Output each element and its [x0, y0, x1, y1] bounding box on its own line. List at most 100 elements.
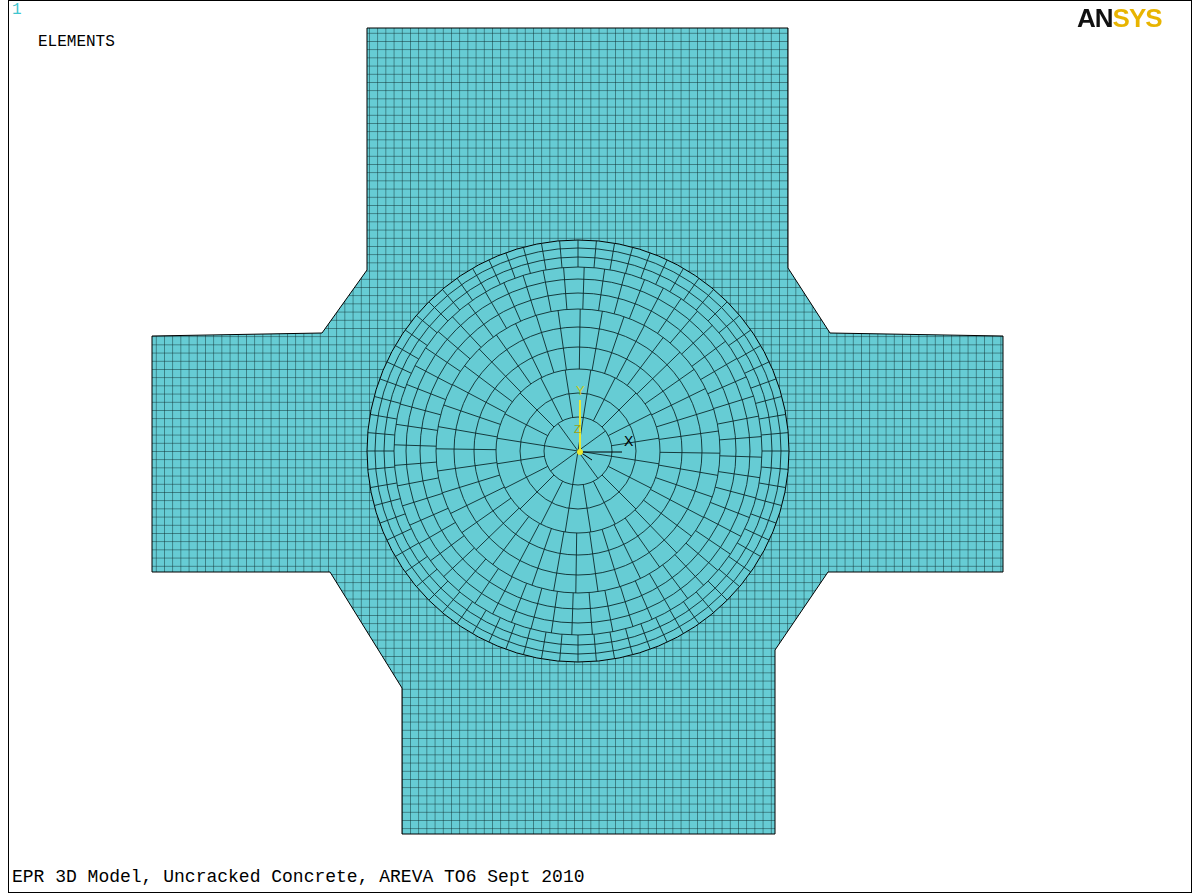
- mesh-line: [644, 500, 692, 536]
- mesh-line: [437, 463, 496, 471]
- mesh-line: [602, 393, 636, 427]
- mesh-line: [578, 635, 579, 662]
- mesh-ring: [474, 347, 682, 555]
- mesh-line: [578, 451, 598, 479]
- mesh-line: [572, 593, 573, 635]
- mesh-line: [641, 624, 650, 649]
- mesh-line: [720, 437, 762, 440]
- mesh-line: [493, 517, 529, 565]
- mesh-line: [444, 548, 475, 577]
- mesh-line: [589, 593, 592, 635]
- mesh-line: [573, 451, 578, 485]
- mesh-line: [438, 332, 470, 359]
- ansys-logo: ANSYS: [1077, 5, 1162, 31]
- mesh-ring: [520, 393, 636, 509]
- mesh-line: [684, 278, 700, 300]
- mesh-line: [426, 348, 461, 372]
- mesh-line: [729, 330, 751, 346]
- mesh-line: [415, 366, 452, 386]
- mesh-line: [656, 478, 713, 497]
- mesh-line: [516, 324, 542, 378]
- mesh-line: [751, 379, 776, 388]
- mesh-line: [497, 456, 544, 464]
- mesh-line: [616, 326, 644, 379]
- mesh-line: [457, 278, 473, 300]
- mesh-line: [476, 508, 519, 550]
- mesh-line: [651, 489, 704, 517]
- mesh-line: [468, 303, 493, 337]
- mesh-line: [670, 268, 684, 291]
- mesh-line: [368, 433, 395, 435]
- mesh-line: [402, 493, 442, 506]
- mesh-line: [541, 378, 563, 421]
- mesh-line: [593, 481, 615, 524]
- mesh-line: [761, 433, 788, 435]
- mesh-line: [659, 431, 718, 439]
- mesh-line: [729, 557, 751, 573]
- mesh-line: [614, 525, 640, 579]
- mesh-line: [652, 389, 706, 415]
- mesh-line: [605, 590, 613, 631]
- mesh-line: [531, 588, 542, 629]
- mesh-line: [637, 352, 680, 394]
- mesh-line: [599, 269, 605, 311]
- mesh-line: [759, 483, 786, 488]
- mesh-line: [745, 529, 769, 540]
- mesh-ring: [394, 267, 762, 635]
- mesh-line: [438, 427, 497, 437]
- mesh-line: [560, 241, 562, 268]
- mesh-line: [475, 569, 499, 604]
- mesh-ring: [406, 279, 750, 623]
- mesh-line: [400, 404, 441, 415]
- mesh-line: [745, 362, 769, 373]
- mesh-line: [429, 302, 448, 321]
- mesh-line: [532, 529, 551, 586]
- mesh-line: [473, 268, 487, 291]
- mesh-line: [523, 275, 536, 315]
- mesh-line: [429, 581, 448, 600]
- mesh-line: [656, 260, 667, 284]
- mesh-line: [720, 456, 762, 457]
- axis-label: Y: [576, 384, 585, 397]
- mesh-line: [452, 317, 481, 348]
- mesh-line: [419, 523, 455, 544]
- mesh-line: [641, 253, 650, 278]
- mesh-line: [710, 502, 749, 517]
- mesh-line: [714, 396, 754, 409]
- mesh-ring: [384, 257, 772, 645]
- mesh-line: [625, 518, 660, 567]
- mesh-line: [565, 370, 573, 417]
- axis-triad: [577, 400, 622, 460]
- mesh-line: [520, 475, 554, 509]
- mesh-line: [696, 531, 731, 555]
- mesh-line: [436, 448, 496, 450]
- mesh-line: [541, 632, 546, 659]
- mesh-line: [368, 467, 395, 469]
- mesh-line: [523, 629, 530, 655]
- mesh-line: [395, 346, 418, 360]
- mesh-line: [370, 414, 397, 419]
- mesh-line: [708, 302, 727, 321]
- mesh-line: [592, 311, 602, 370]
- mesh-line: [397, 478, 438, 486]
- mesh-line: [594, 634, 596, 661]
- mesh-line: [558, 310, 566, 369]
- mesh-line: [594, 241, 596, 268]
- mesh-line: [442, 289, 459, 310]
- mesh-line: [701, 358, 737, 379]
- axis-label: X: [624, 434, 633, 448]
- mesh-line: [551, 451, 579, 471]
- window-number: 1: [12, 2, 22, 18]
- mesh-line: [602, 475, 636, 509]
- mesh-line: [473, 610, 487, 633]
- mesh-line: [708, 377, 747, 394]
- mesh-ring: [375, 248, 781, 654]
- mesh-line: [505, 466, 548, 488]
- mesh-line: [684, 602, 700, 624]
- mesh-line: [737, 346, 760, 360]
- mesh-line: [759, 414, 786, 419]
- mesh-line: [489, 618, 500, 642]
- mesh-line: [575, 533, 577, 593]
- mesh-line: [541, 481, 563, 524]
